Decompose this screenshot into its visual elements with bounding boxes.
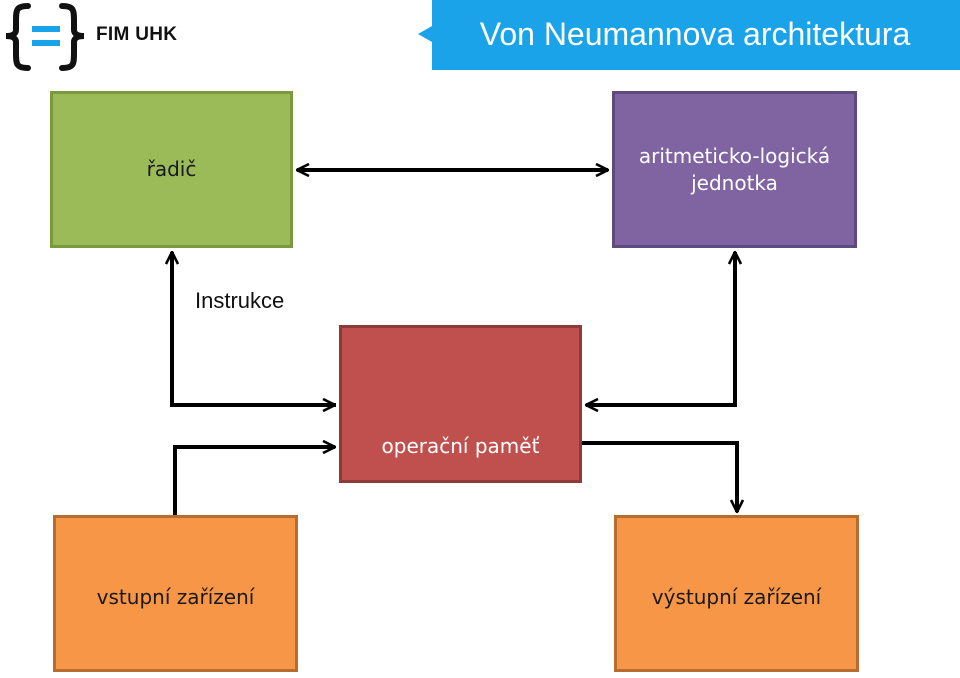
memory-box: operační paměť xyxy=(339,325,582,483)
arrow-input-memory xyxy=(173,447,335,515)
arrow-alu-memory xyxy=(586,252,735,405)
arrow-memory-radic xyxy=(172,252,336,407)
instructions-label: Instrukce xyxy=(195,288,285,313)
input-device-label: vstupní zařízení xyxy=(96,585,255,609)
alu-box: aritmeticko-logická jednotka xyxy=(612,91,857,248)
braces-equals-logo-icon xyxy=(5,3,85,71)
title-banner xyxy=(418,0,960,70)
radic-box: řadič xyxy=(50,91,293,248)
output-device-label: výstupní zařízení xyxy=(651,585,822,609)
radic-label: řadič xyxy=(146,157,197,181)
output-device-box: výstupní zařízení xyxy=(614,515,859,672)
logo-text: FIM UHK xyxy=(96,24,178,45)
slide-title: Von Neumannova architektura xyxy=(479,16,911,52)
arrow-memory-output xyxy=(582,441,737,512)
memory-label: operační paměť xyxy=(381,433,540,458)
input-device-box: vstupní zařízení xyxy=(53,515,298,672)
fim-uhk-logo xyxy=(5,3,85,71)
alu-label: aritmeticko-logická jednotka xyxy=(638,143,831,195)
